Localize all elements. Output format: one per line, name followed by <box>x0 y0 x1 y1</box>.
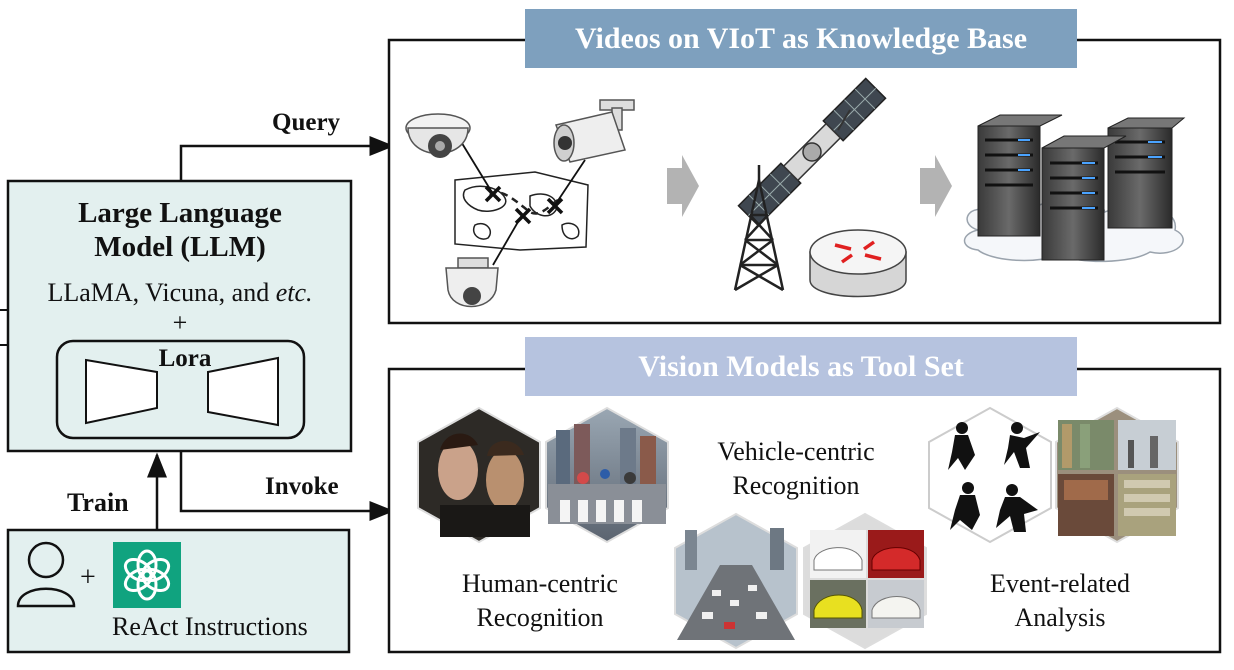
satellite-icon <box>737 77 887 227</box>
event-related-label: Event-related Analysis <box>940 567 1180 635</box>
street-crowd-thumbnail <box>545 406 669 544</box>
bullet-camera-icon <box>553 99 635 163</box>
cars-thumbnail <box>803 512 927 650</box>
event-related-line2: Analysis <box>1014 603 1106 632</box>
highway-traffic-thumbnail <box>674 512 798 650</box>
invoke-arrow <box>179 451 395 521</box>
vehicle-centric-line1: Vehicle-centric <box>717 437 875 466</box>
llm-examples: LLaMA, Vicuna, and etc. <box>10 278 350 308</box>
flow-arrow-2 <box>920 155 952 217</box>
knowledge-banner: Videos on VIoT as Knowledge Base <box>525 9 1077 68</box>
query-arrow <box>179 136 395 181</box>
lora-encoder-shape <box>85 358 158 425</box>
human-centric-line2: Recognition <box>476 603 604 632</box>
server-cluster-icon <box>963 114 1186 263</box>
train-label: Train <box>67 488 129 517</box>
human-faces-thumbnail <box>417 406 541 544</box>
flow-arrow-1 <box>667 155 699 217</box>
lora-decoder-shape <box>207 356 279 427</box>
invoke-label: Invoke <box>265 473 339 500</box>
llm-examples-italic: etc. <box>275 278 313 307</box>
llm-title-line2: Model (LLM) <box>94 231 266 263</box>
toolset-banner-text: Vision Models as Tool Set <box>638 349 964 383</box>
instructions-label: ReAct Instructions <box>112 612 308 641</box>
llm-box <box>6 179 353 453</box>
knowledge-banner-text: Videos on VIoT as Knowledge Base <box>574 21 1028 55</box>
event-collage-thumbnail <box>1055 406 1179 544</box>
tower-icon <box>733 165 785 292</box>
instructions-plus: + <box>80 562 96 593</box>
human-centric-line1: Human-centric <box>462 569 618 598</box>
lora-label: Lora <box>158 345 212 372</box>
router-icon <box>809 229 907 298</box>
llm-plus: + <box>172 308 188 337</box>
llm-examples-text: LLaMA, Vicuna, and <box>47 278 276 307</box>
llm-title-line1: Large Language <box>78 197 282 229</box>
query-label: Query <box>272 109 341 136</box>
vehicle-centric-line2: Recognition <box>732 471 860 500</box>
martial-arts-thumbnail <box>928 406 1052 544</box>
location-marks <box>484 185 564 225</box>
ptz-camera-icon <box>445 257 499 308</box>
human-centric-label: Human-centric Recognition <box>420 567 660 635</box>
chatgpt-icon <box>113 542 181 608</box>
dome-camera-icon <box>405 113 471 158</box>
lora-box <box>55 339 306 440</box>
toolset-banner: Vision Models as Tool Set <box>525 337 1077 396</box>
vehicle-centric-label: Vehicle-centric Recognition <box>676 435 916 503</box>
person-icon <box>16 541 76 608</box>
llm-title: Large Language Model (LLM) <box>10 196 350 264</box>
event-related-line1: Event-related <box>989 569 1131 598</box>
